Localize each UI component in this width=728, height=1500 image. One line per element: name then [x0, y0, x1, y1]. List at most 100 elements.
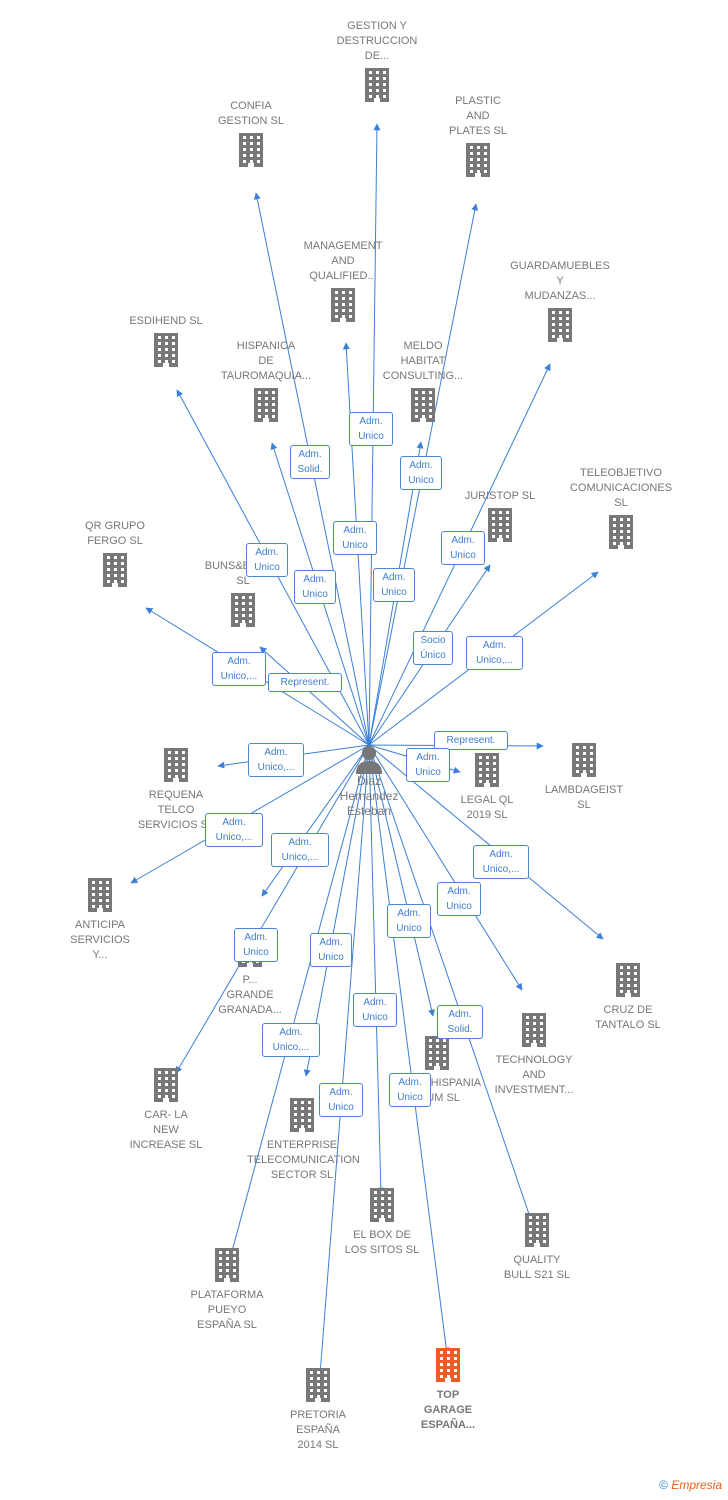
company-node-carla[interactable]: CAR- LA NEW INCREASE SL: [111, 1068, 221, 1153]
company-node-quality[interactable]: QUALITY BULL S21 SL: [482, 1213, 592, 1283]
company-label: PRETORIA ESPAÑA 2014 SL: [289, 1409, 347, 1451]
relationship-badge[interactable]: Adm. Unico: [319, 1083, 363, 1117]
relationship-badge[interactable]: Adm. Unico: [437, 882, 481, 916]
relationship-badge[interactable]: Adm. Unico: [441, 531, 485, 565]
company-label: CRUZ DE TANTALO SL: [595, 1004, 661, 1031]
company-node-meldo[interactable]: MELDO HABITAT CONSULTING...: [368, 339, 478, 422]
relationship-badge[interactable]: Adm. Unico: [400, 456, 442, 490]
company-label: PLASTIC AND PLATES SL: [449, 95, 507, 137]
building-icon: [423, 143, 533, 177]
building-icon: [45, 878, 155, 912]
edge-quality: [368, 744, 533, 1221]
relationship-badge[interactable]: Adm. Unico: [389, 1073, 431, 1107]
company-label: ENTERPRISE TELECOMUNICATION SECTOR SL: [247, 1139, 360, 1181]
relationship-badge[interactable]: Represent.: [434, 731, 508, 750]
company-node-legalql[interactable]: LEGAL QL 2019 SL: [432, 753, 542, 823]
relationship-badge[interactable]: Adm. Unico,...: [212, 652, 266, 686]
relationship-badge[interactable]: Adm. Unico: [387, 904, 431, 938]
relationship-badge[interactable]: Adm. Unico: [294, 570, 336, 604]
relationship-badge[interactable]: Adm. Unico: [246, 543, 288, 577]
company-label: QUALITY BULL S21 SL: [503, 1254, 571, 1281]
building-icon: [479, 1013, 589, 1047]
company-node-qrgrupo[interactable]: QR GRUPO FERGO SL: [60, 519, 170, 587]
relationship-badge[interactable]: Adm. Unico: [349, 412, 393, 446]
building-icon: [263, 1368, 373, 1402]
center-person-name: Diaz Hernandez Esteban: [339, 774, 399, 818]
edge-carla: [175, 744, 370, 1074]
building-icon: [188, 593, 298, 627]
building-icon: [432, 753, 542, 787]
company-label: MANAGEMENT AND QUALIFIED...: [303, 240, 383, 282]
company-label: ANTICIPA SERVICIOS Y...: [70, 919, 130, 961]
relationship-badge[interactable]: Adm. Unico: [373, 568, 415, 602]
relationship-badge[interactable]: Adm. Unico,...: [248, 743, 304, 777]
relationship-badge[interactable]: Represent.: [268, 673, 342, 692]
person-icon: [314, 744, 424, 774]
relationship-badge[interactable]: Adm. Unico: [310, 933, 352, 967]
company-node-plataforma[interactable]: PLATAFORMA PUEYO ESPAÑA SL: [172, 1248, 282, 1333]
company-label: LEGAL QL 2019 SL: [460, 794, 514, 821]
company-label: P... GRANDE GRANADA...: [218, 974, 282, 1016]
company-node-hispanica[interactable]: HISPANICA DE TAUROMAQUIA...: [211, 339, 321, 422]
building-icon: [60, 553, 170, 587]
company-node-juristop[interactable]: JURISTOP SL: [445, 489, 555, 542]
company-node-teleobjetivo[interactable]: TELEOBJETIVO COMUNICACIONES SL: [566, 466, 676, 549]
building-icon: [529, 743, 639, 777]
building-icon: [445, 508, 555, 542]
building-icon: [121, 748, 231, 782]
company-label: TECHNOLOGY AND INVESTMENT...: [494, 1054, 574, 1096]
building-icon: [288, 288, 398, 322]
building-icon: [211, 388, 321, 422]
edge-technology: [368, 744, 523, 991]
company-node-pretoria[interactable]: PRETORIA ESPAÑA 2014 SL: [263, 1368, 373, 1453]
building-icon: [573, 963, 683, 997]
brand-logo-text: Empresia: [671, 1478, 722, 1492]
building-icon: [322, 68, 432, 102]
building-icon: [196, 133, 306, 167]
relationship-badge[interactable]: Adm. Unico: [406, 748, 450, 782]
edge-pretoria: [316, 744, 370, 1376]
company-label: CONFIA GESTION SL: [217, 100, 285, 127]
company-node-elbox[interactable]: EL BOX DE LOS SITOS SL: [327, 1188, 437, 1258]
building-icon: [111, 333, 221, 367]
relationship-badge[interactable]: Adm. Unico,...: [271, 833, 329, 867]
center-person-node[interactable]: Diaz Hernandez Esteban: [314, 744, 424, 819]
company-node-esdihend[interactable]: ESDIHEND SL: [111, 314, 221, 367]
company-label: ESDIHEND SL: [129, 315, 203, 327]
relationship-badge[interactable]: Adm. Unico,...: [473, 845, 529, 879]
company-label: PLATAFORMA PUEYO ESPAÑA SL: [190, 1289, 264, 1331]
company-label: MELDO HABITAT CONSULTING...: [382, 340, 464, 382]
edge-bnb: [259, 646, 370, 746]
company-node-guardamuebles[interactable]: GUARDAMUEBLES Y MUDANZAS...: [505, 259, 615, 342]
company-node-technology[interactable]: TECHNOLOGY AND INVESTMENT...: [479, 1013, 589, 1098]
company-node-plastic[interactable]: PLASTIC AND PLATES SL: [423, 94, 533, 177]
company-label: CAR- LA NEW INCREASE SL: [129, 1109, 203, 1151]
company-node-anticipa[interactable]: ANTICIPA SERVICIOS Y...: [45, 878, 155, 963]
relationship-badge[interactable]: Socio Único: [413, 631, 453, 665]
company-node-topgarage[interactable]: TOP GARAGE ESPAÑA...: [393, 1348, 503, 1433]
relationship-badge[interactable]: Adm. Unico,...: [262, 1023, 320, 1057]
edge-taurohispania: [368, 744, 435, 1017]
relationship-badge[interactable]: Adm. Unico: [234, 928, 278, 962]
company-node-confia[interactable]: CONFIA GESTION SL: [196, 99, 306, 167]
relationship-badge[interactable]: Adm. Unico: [353, 993, 397, 1027]
relationship-badge[interactable]: Adm. Solid.: [437, 1005, 483, 1039]
building-icon: [566, 515, 676, 549]
company-label: LAMBDAGEIST SL: [544, 784, 624, 811]
building-icon: [111, 1068, 221, 1102]
relationship-badge[interactable]: Adm. Unico: [333, 521, 377, 555]
company-label: TOP GARAGE ESPAÑA...: [420, 1389, 476, 1431]
company-node-management[interactable]: MANAGEMENT AND QUALIFIED...: [288, 239, 398, 322]
company-node-gestion[interactable]: GESTION Y DESTRUCCION DE...: [322, 19, 432, 102]
company-label: TELEOBJETIVO COMUNICACIONES SL: [569, 467, 673, 509]
relationship-badge[interactable]: Adm. Solid.: [290, 445, 330, 479]
company-label: HISPANICA DE TAUROMAQUIA...: [220, 340, 312, 382]
relationship-badge[interactable]: Adm. Unico,...: [466, 636, 523, 670]
company-label: GESTION Y DESTRUCCION DE...: [336, 20, 418, 62]
building-icon: [172, 1248, 282, 1282]
building-icon: [482, 1213, 592, 1247]
relationship-badge[interactable]: Adm. Unico,...: [205, 813, 263, 847]
company-node-enterprise[interactable]: ENTERPRISE TELECOMUNICATION SECTOR SL: [247, 1098, 360, 1183]
company-node-lambdageist[interactable]: LAMBDAGEIST SL: [529, 743, 639, 813]
company-node-cruz[interactable]: CRUZ DE TANTALO SL: [573, 963, 683, 1033]
